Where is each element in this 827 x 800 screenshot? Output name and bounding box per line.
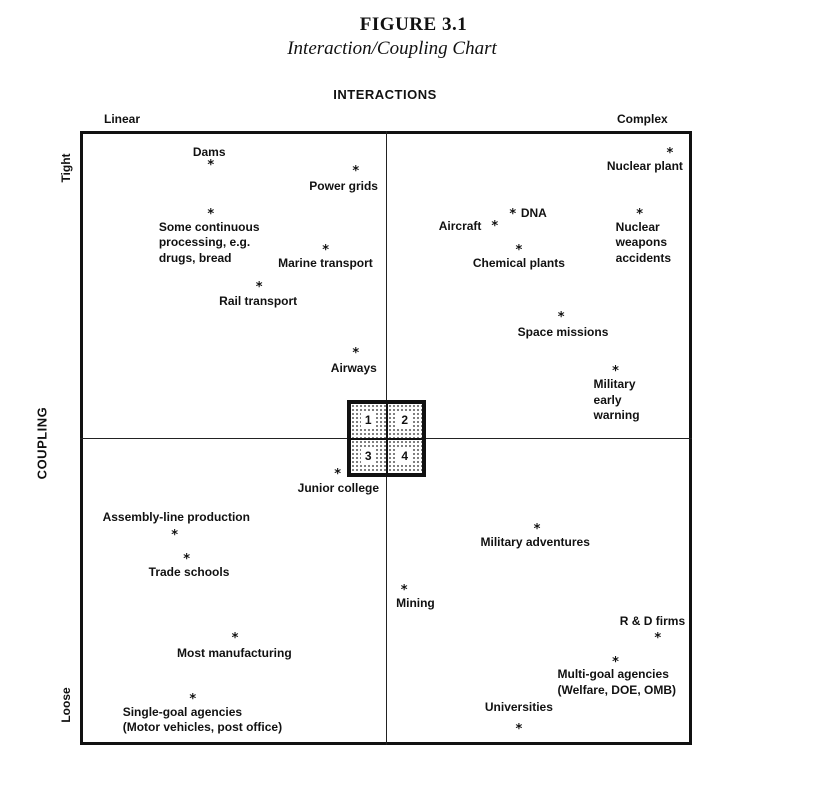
x-axis-title: INTERACTIONS <box>333 87 437 102</box>
data-point-label: Single-goal agencies (Motor vehicles, po… <box>122 704 283 735</box>
data-point-marker: * <box>322 243 329 259</box>
data-point-marker: * <box>207 206 215 222</box>
data-point-label: DNA <box>520 205 547 220</box>
data-point-marker: * <box>533 521 541 537</box>
y-axis-max-label: Tight <box>59 153 73 183</box>
data-point-marker: * <box>557 309 565 325</box>
data-point-label: Military adventures <box>480 534 590 549</box>
data-point-label: Power grids <box>309 179 378 194</box>
data-point-label: Some continuous processing, e.g. drugs, … <box>158 219 260 265</box>
data-point-marker: * <box>515 243 523 259</box>
data-point-marker: * <box>352 346 360 362</box>
quadrant-cell-4: 4 <box>386 438 423 474</box>
data-point-label: Nuclear plant <box>606 159 683 174</box>
data-point-marker: * <box>171 527 178 543</box>
data-point-label: Mining <box>396 595 435 610</box>
quadrant-cell-3: 3 <box>350 438 387 474</box>
data-point-marker: * <box>491 218 499 234</box>
quadrant-cell-2: 2 <box>386 403 423 439</box>
data-point-label: Space missions <box>517 324 609 339</box>
data-point-label: Aircraft <box>438 218 482 233</box>
data-point-label: Rail transport <box>219 293 298 308</box>
quadrant-number-1: 1 <box>360 412 376 430</box>
data-point-marker: * <box>183 552 191 568</box>
y-axis-title: COUPLING <box>34 406 50 480</box>
data-point-label: Marine transport <box>278 256 373 271</box>
data-point-label: Assembly-line production <box>102 509 250 524</box>
data-point-marker: * <box>515 721 523 737</box>
figure-subtitle: Interaction/Coupling Chart <box>287 38 497 59</box>
data-point-marker: * <box>352 164 360 180</box>
quadrant-number-2: 2 <box>397 412 413 430</box>
quadrant-number-3: 3 <box>360 447 376 465</box>
data-point-marker: * <box>189 691 197 707</box>
data-point-label: Airways <box>330 361 377 376</box>
data-point-label: Universities <box>484 699 553 714</box>
data-point-label: Military early warning <box>593 377 640 423</box>
data-point-label: R & D firms <box>619 613 686 628</box>
data-point-label: Nuclear weapons accidents <box>615 219 672 265</box>
data-point-marker: * <box>207 158 215 174</box>
data-point-marker: * <box>400 582 408 598</box>
data-point-label: Trade schools <box>148 565 230 580</box>
data-point-marker: * <box>509 206 517 222</box>
quadrant-cell-1: 1 <box>350 403 387 439</box>
data-point-marker: * <box>231 630 239 646</box>
data-point-marker: * <box>636 206 644 222</box>
y-axis-min-label: Loose <box>59 687 73 723</box>
data-point-marker: * <box>612 655 619 671</box>
x-axis-max-label: Complex <box>617 112 668 126</box>
quadrant-key: 1 2 3 4 <box>347 400 426 477</box>
data-point-marker: * <box>666 146 674 162</box>
quadrant-number-4: 4 <box>397 447 413 465</box>
data-point-marker: * <box>334 467 342 483</box>
data-point-label: Most manufacturing <box>177 645 292 660</box>
data-point-label: Chemical plants <box>472 256 565 271</box>
data-point-marker: * <box>255 279 263 295</box>
data-point-label: Dams <box>192 145 226 160</box>
data-point-label: Multi-goal agencies (Welfare, DOE, OMB) <box>557 667 676 697</box>
x-axis-min-label: Linear <box>104 112 141 126</box>
data-point-marker: * <box>612 364 619 380</box>
figure-number: FIGURE 3.1 <box>359 14 468 35</box>
data-point-marker: * <box>654 630 662 646</box>
data-point-label: Junior college <box>297 481 380 496</box>
